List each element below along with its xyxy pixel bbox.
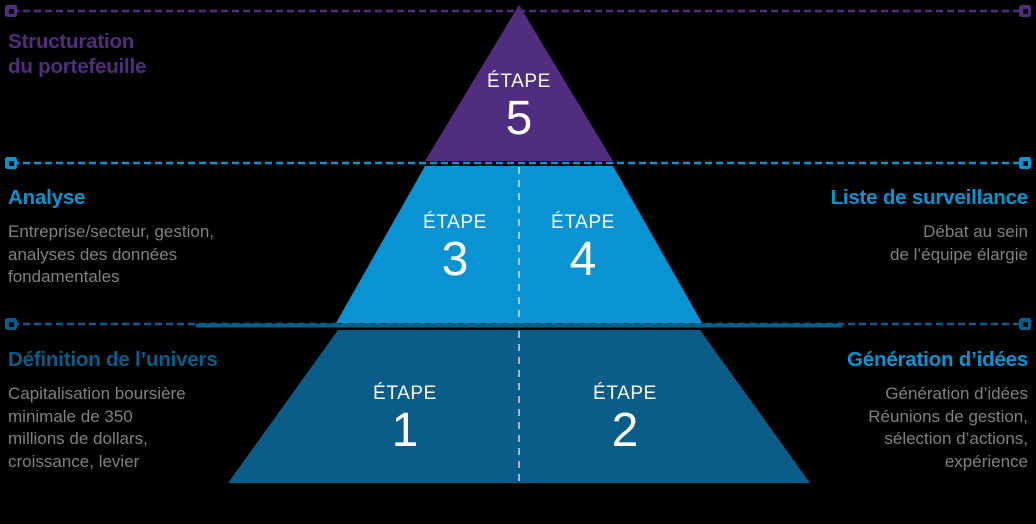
block-analyse-title: Analyse [8, 186, 86, 209]
block-watchlist-body-line2: de l’équipe élargie [890, 244, 1028, 264]
block-structuration-title: Structuration du portefeuille [8, 30, 338, 79]
block-ideas-body-line2: Réunions de gestion, [868, 406, 1028, 426]
block-ideas-body-line3: sélection d’actions, [884, 429, 1028, 449]
marker-top-right [1019, 5, 1031, 17]
block-structuration: Structuration du portefeuille [8, 30, 338, 89]
block-watchlist: Liste de surveillance Débat au sein de l… [698, 186, 1029, 267]
block-definition-body-line3: millions de dollars, [8, 429, 148, 449]
block-analyse: Analyse Entreprise/secteur, gestion, ana… [8, 186, 338, 289]
block-ideas-body: Génération d’idées Réunions de gestion, … [698, 383, 1028, 475]
block-definition-body-line4: croissance, levier [8, 452, 140, 472]
block-definition-body: Capitalisation boursière minimale de 350… [8, 383, 338, 475]
block-ideas-body-line4: expérience [944, 452, 1028, 472]
block-ideas: Génération d’idées Génération d’idées Ré… [698, 348, 1028, 474]
block-definition-title: Définition de l’univers [8, 348, 218, 371]
block-watchlist-title: Liste de surveillance [830, 186, 1029, 209]
block-definition-body-line1: Capitalisation boursière [8, 383, 186, 403]
pyramid-tier-bottom[interactable] [228, 330, 810, 483]
block-structuration-title-line2: du portefeuille [8, 54, 147, 78]
block-ideas-body-line1: Génération d’idées [885, 383, 1028, 403]
marker-top-left [5, 5, 17, 17]
block-definition-body-line2: minimale de 350 [8, 406, 133, 426]
pyramid-tier-apex[interactable] [425, 5, 613, 161]
block-ideas-title: Génération d’idées [847, 348, 1028, 371]
block-structuration-title-line1: Structuration [8, 30, 135, 53]
block-analyse-body-line3: fondamentales [8, 267, 120, 287]
block-watchlist-body: Débat au sein de l’équipe élargie [698, 221, 1028, 267]
pyramid-tier-middle[interactable] [336, 166, 702, 323]
block-watchlist-body-line1: Débat au sein [923, 221, 1028, 241]
marker-bottom-right [1019, 318, 1031, 330]
block-analyse-body: Entreprise/secteur, gestion, analyses de… [8, 221, 338, 290]
marker-middle-right [1019, 157, 1031, 169]
marker-bottom-left [5, 318, 17, 330]
block-analyse-body-line2: analyses des données [8, 244, 178, 264]
marker-middle-left [5, 157, 17, 169]
block-definition: Définition de l’univers Capitalisation b… [8, 348, 338, 474]
block-analyse-body-line1: Entreprise/secteur, gestion, [8, 221, 215, 241]
